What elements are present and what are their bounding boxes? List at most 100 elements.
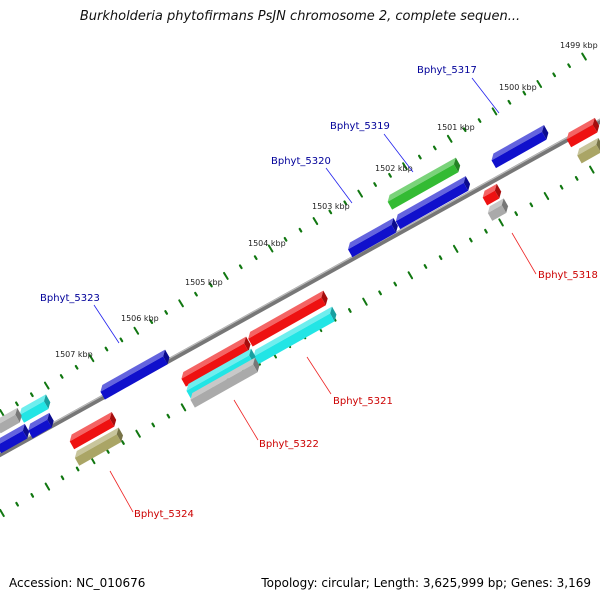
gene-left-gray[interactable] (0, 407, 24, 434)
gene-bevel-side (542, 125, 549, 140)
gene-face (28, 419, 52, 439)
gene-bphyt-5318-gray[interactable] (485, 198, 510, 221)
gene-face (100, 356, 168, 400)
gene-bphyt-5317[interactable] (489, 125, 551, 169)
tick-mark (253, 255, 258, 261)
gene-bevel-top (491, 125, 544, 161)
gene-bphyt-5321b[interactable] (251, 306, 339, 365)
tick-mark (362, 297, 368, 306)
tick-mark (552, 72, 557, 78)
tick-mark (298, 227, 303, 233)
gene-leader-line (383, 133, 414, 173)
gene-bphyt-5321a[interactable] (246, 290, 330, 347)
tick-mark (343, 200, 348, 206)
tick-mark (135, 429, 141, 438)
gene-bevel-top (0, 407, 18, 426)
sequence-backbone (0, 118, 600, 458)
tick-mark (438, 255, 443, 261)
tick-label: 1505 kbp (185, 278, 223, 287)
gene-bphyt-5319b[interactable] (393, 176, 472, 230)
tick-mark (347, 308, 352, 313)
gene-label[interactable]: Bphyt_5318 (538, 270, 598, 281)
gene-bevel-top (387, 157, 456, 202)
gene-bevel-side (43, 394, 51, 410)
tick-mark (402, 162, 408, 171)
gene-bphyt-5318[interactable] (480, 183, 503, 206)
gene-label[interactable]: Bphyt_5321 (333, 396, 393, 407)
tick-mark (378, 290, 382, 296)
tick-mark (106, 448, 110, 454)
gene-face (0, 430, 28, 454)
gene-bevel-side (321, 290, 328, 306)
gene-bevel-top (348, 217, 394, 250)
gene-face (190, 364, 258, 408)
gene-label[interactable]: Bphyt_5317 (417, 65, 477, 76)
gene-bevel-top (181, 336, 247, 379)
gene-bevel-top (186, 348, 252, 391)
gene-left-blue[interactable] (0, 423, 32, 454)
gene-label[interactable]: Bphyt_5320 (271, 156, 331, 167)
gene-leader-line (93, 304, 120, 344)
gene-face (487, 205, 507, 221)
gene-bevel-top (253, 306, 333, 357)
gene-bevel-side (463, 176, 471, 191)
gene-label[interactable]: Bphyt_5323 (40, 293, 100, 304)
gene-bevel-side (15, 407, 22, 423)
gene-bevel-side (330, 306, 337, 322)
summary-text: Topology: circular; Length: 3,625,999 bp… (261, 576, 591, 590)
tick-mark (223, 271, 229, 280)
gene-bphyt-5324b[interactable] (72, 427, 125, 466)
tick-mark (194, 291, 198, 297)
tick-mark (567, 63, 571, 69)
gene-bevel-top (395, 176, 466, 222)
tick-mark (178, 299, 184, 308)
gene-bevel-top (19, 394, 46, 415)
tick-mark (0, 508, 5, 518)
tick-mark (15, 501, 19, 507)
backbone-highlight (0, 118, 600, 454)
backbone-line (0, 118, 600, 458)
tick-mark (357, 189, 363, 198)
tick-mark (393, 281, 398, 287)
gene-bphyt-5323[interactable] (98, 349, 172, 400)
tick-mark (151, 422, 156, 428)
tick-mark (29, 392, 34, 398)
tick-mark (0, 409, 5, 417)
tick-mark (104, 346, 109, 352)
gene-label[interactable]: Bphyt_5319 (330, 121, 390, 132)
gene-bevel-side (253, 357, 260, 373)
gene-bevel-top (190, 357, 256, 400)
gene-bphyt-5320[interactable] (346, 217, 401, 258)
tick-label: 1500 kbp (499, 83, 537, 92)
gene-label[interactable]: Bphyt_5322 (259, 439, 319, 450)
gene-left-blue-small[interactable] (26, 412, 56, 439)
gene-bphyt-5319[interactable] (385, 157, 462, 210)
gene-left-cyan[interactable] (17, 394, 53, 423)
accession-text: Accession: NC_010676 (9, 576, 146, 590)
tick-mark (574, 176, 579, 181)
tick-mark (581, 52, 587, 61)
gene-face (0, 414, 20, 434)
tick-mark (529, 202, 534, 208)
gene-bphyt-5316-partial[interactable] (564, 117, 600, 148)
tick-label: 1499 kbp (560, 41, 598, 50)
gene-bevel-side (163, 349, 170, 365)
tick-mark (498, 218, 504, 227)
tick-mark (283, 236, 288, 242)
tick-mark (88, 354, 95, 363)
gene-bevel-side (116, 427, 124, 443)
gene-bphyt-5322c[interactable] (188, 357, 262, 408)
map-title: Burkholderia phytofirmans PsJN chromosom… (79, 9, 521, 24)
tick-mark (328, 209, 333, 215)
tick-mark (477, 118, 482, 123)
gene-leader-line (306, 356, 332, 395)
gene-label[interactable]: Bphyt_5324 (134, 509, 194, 520)
tick-mark (536, 79, 543, 88)
tick-label: 1503 kbp (312, 202, 350, 211)
gene-bphyt-5322a[interactable] (179, 336, 253, 387)
gene-bevel-side (22, 423, 30, 439)
tick-mark (407, 271, 414, 280)
gene-bphyt-5324[interactable] (67, 411, 118, 450)
tick-mark (423, 264, 428, 269)
